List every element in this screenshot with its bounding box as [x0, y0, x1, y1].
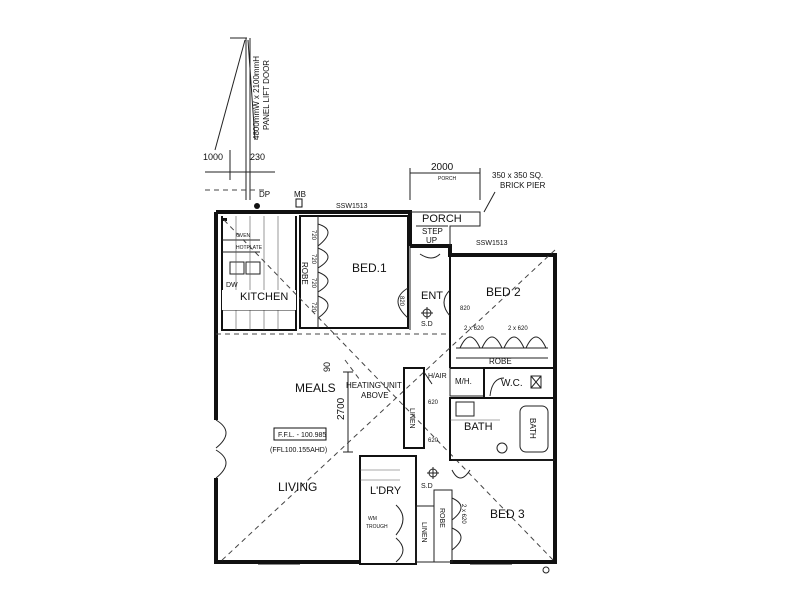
kitchen-dw-label: DW: [226, 282, 238, 289]
room-ha: H/AIR: [428, 373, 447, 380]
dim-bath-door-2: 620: [428, 438, 439, 444]
step-up-line1: STEP: [422, 227, 443, 236]
dim-meals-height: 2700: [336, 397, 347, 420]
heating-unit-line2: ABOVE: [361, 391, 389, 400]
room-kitchen: KITCHEN: [240, 291, 288, 303]
room-linen2: LINEN: [420, 522, 427, 543]
dim-bed2-robe-2: 2 x 620: [508, 326, 528, 332]
laundry-wm-label: WM: [368, 516, 377, 522]
open-plan-boundaries: [216, 219, 556, 563]
room-ent: ENT: [421, 290, 443, 302]
dim-bath-door-1: 620: [428, 400, 439, 406]
wc-fixture: [530, 375, 542, 389]
dp-marker: DP: [259, 190, 270, 199]
dim-wardrobe-3: 720: [310, 278, 316, 289]
ffl-box: [273, 427, 327, 441]
room-linen1: LINEN: [408, 408, 415, 429]
ent-area: [409, 246, 451, 368]
room-living: LIVING: [278, 480, 317, 494]
garage-outline: [205, 37, 275, 200]
smoke-detector-1: [421, 307, 433, 319]
wall-code-top: SSW1513: [336, 203, 368, 210]
dim-wardrobe-4: 720: [310, 302, 316, 313]
bed1-robe-label: ROBE: [300, 262, 309, 285]
bed3-area: [451, 459, 555, 479]
room-mh: M/H.: [455, 377, 472, 386]
dim-ent-door: 820: [460, 306, 471, 312]
sd-label-1: S.D: [421, 321, 433, 328]
brick-pier-leader: [483, 191, 496, 213]
room-robe-bed3: ROBE: [438, 508, 445, 528]
garage-door-type: PANEL LIFT DOOR: [262, 60, 271, 130]
room-ldry: L'DRY: [370, 485, 402, 497]
room-bath: BATH: [464, 421, 493, 433]
smoke-detector-2: [427, 467, 439, 479]
dim-porch-sub: PORCH: [438, 176, 456, 182]
dim-bed2-robe-1: 2 x 620: [464, 326, 484, 332]
dim-bed3-door: 2 x 620: [460, 504, 466, 524]
brick-pier-line1: 350 x 350 SQ.: [492, 171, 543, 180]
room-robe-bed2: ROBE: [489, 357, 512, 366]
room-bed3: BED 3: [490, 507, 525, 521]
kitchen-oven-label: OVEN: [236, 233, 251, 239]
porch-dimension: [409, 168, 481, 200]
mb-marker: MB: [294, 190, 306, 199]
ffl-text: F.F.L. - 100.985: [278, 432, 326, 439]
dim-garage-side: 230: [250, 152, 265, 162]
room-porch: PORCH: [422, 213, 462, 225]
dim-meals-small: 90: [322, 362, 332, 372]
kitchen-area: [221, 216, 297, 331]
room-bath-tub: BATH: [528, 418, 537, 439]
bed1-area: [299, 215, 409, 329]
ffl-ahd-text: (FFL100.155AHD): [270, 447, 327, 454]
linen1-area: [403, 367, 433, 449]
brick-pier-line2: BRICK PIER: [500, 181, 546, 190]
dim-porch-width: 2000: [431, 162, 454, 173]
wall-code-bed2: SSW1513: [476, 240, 508, 247]
garage-door-size: 4800mmW x 2100mmH: [252, 56, 261, 140]
heating-unit-line1: HEATING UNIT: [346, 381, 402, 390]
meals-dimension: [343, 371, 353, 453]
bottom-window-marks: [258, 563, 550, 574]
dim-left-width: 1000: [203, 152, 223, 162]
mb-symbol: [295, 198, 303, 208]
dim-wardrobe-2: 720: [310, 254, 316, 265]
laundry-area: [359, 455, 417, 565]
step-up-line2: UP: [426, 236, 437, 245]
kitchen-hotplate-label: HOTPLATE: [236, 245, 263, 251]
outer-walls: SSW1513 SSW1513: [214, 203, 557, 564]
room-meals: MEALS: [295, 381, 336, 395]
room-wc: W.C.: [501, 378, 523, 389]
laundry-trough-label: TROUGH: [366, 524, 388, 530]
sd-label-2: S.D: [421, 483, 433, 490]
robe-bed3-area: [433, 489, 462, 563]
room-bed2: BED 2: [486, 285, 521, 299]
room-bed1: BED.1: [352, 261, 387, 275]
dim-wardrobe-1: 720: [310, 230, 316, 241]
dp-symbol: [254, 203, 260, 209]
dim-bed1-door: 820: [398, 296, 404, 307]
living-side-door: [214, 419, 227, 479]
porch-area: [410, 211, 481, 246]
